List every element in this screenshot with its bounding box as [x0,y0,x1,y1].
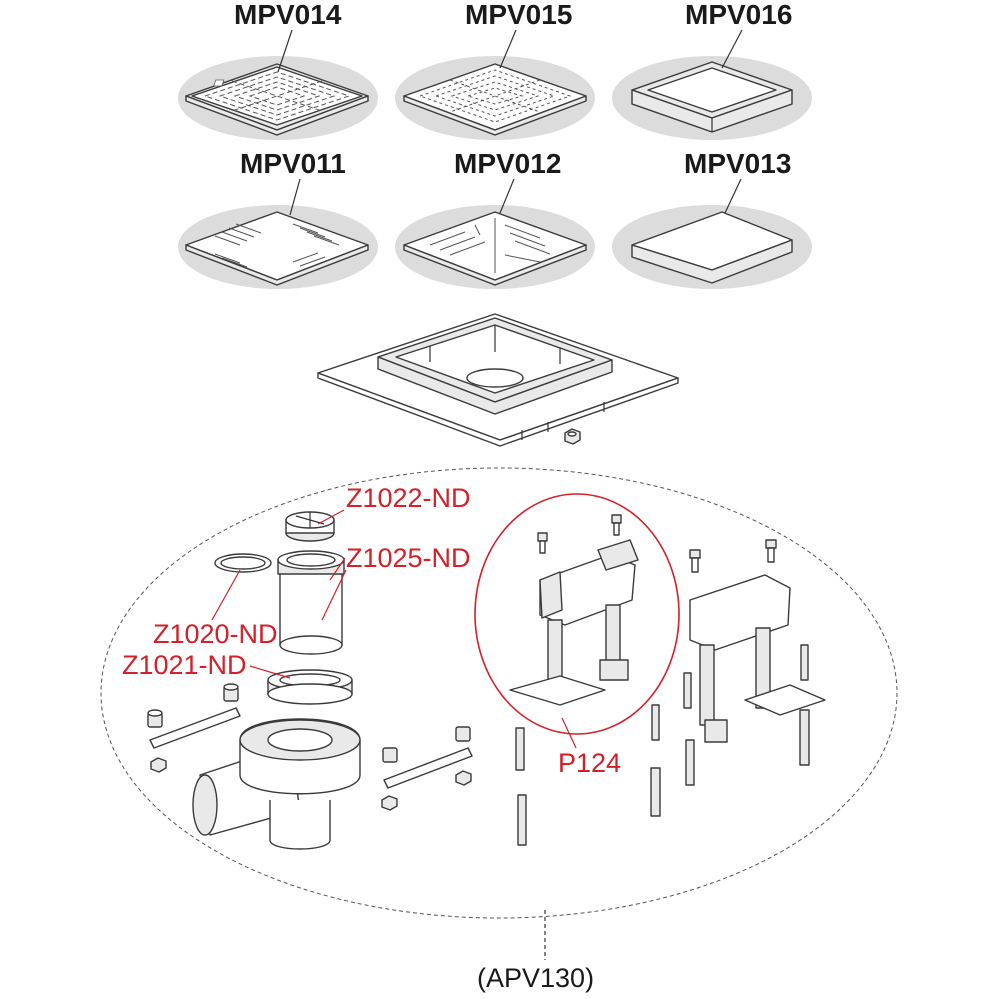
grate-mpv016 [612,56,812,140]
p124-screws [537,514,622,554]
grate-label-mpv016: MPV016 [685,0,792,30]
part-z1021-ring [267,669,353,705]
label-apv130: (APV130) [477,963,594,993]
grate-label-mpv013: MPV013 [684,148,791,179]
small-fittings-left [147,683,473,811]
label-z1022-nd: Z1022-ND [346,483,471,513]
set-boundary-ellipse [100,467,898,919]
grate-squares-pattern [213,79,225,87]
grate-mpv013 [612,205,812,289]
part-z1022-insert [285,511,335,542]
drain-trap-body [192,718,361,850]
grate-label-mpv015: MPV015 [465,0,572,30]
grate-label-mpv014: MPV014 [234,0,342,30]
flange-nut [564,428,581,445]
label-p124: P124 [558,748,621,778]
drain-frame-flange [317,313,679,447]
grate-mpv011 [178,205,378,289]
part-z1020-seal-ring [214,553,272,573]
grate-labels: MPV014 MPV015 MPV016 MPV011 MPV012 MPV01… [234,0,792,216]
mounting-bracket-right [689,539,826,743]
label-z1020-nd: Z1020-ND [153,619,278,649]
screws-and-plugs [515,644,810,846]
grate-mpv012 [395,205,595,289]
part-p124-bracket [474,493,680,735]
set-caption: (APV130) [477,910,594,993]
grate-mpv014 [178,56,378,140]
grate-mpv015 [395,56,595,140]
label-z1021-nd: Z1021-ND [122,650,247,680]
grate-label-mpv012: MPV012 [454,148,561,179]
label-z1025-nd: Z1025-ND [346,543,471,573]
spare-part-labels: Z1022-ND Z1025-ND Z1020-ND Z1021-ND P124 [122,483,621,778]
grate-label-mpv011: MPV011 [240,148,346,179]
part-z1025-tube [277,550,345,655]
